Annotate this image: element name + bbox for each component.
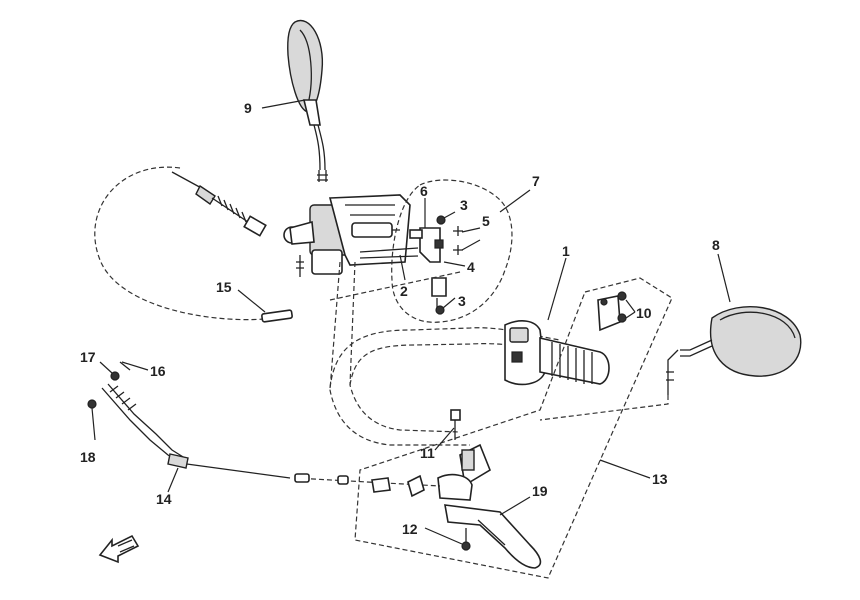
group-7-outline xyxy=(391,179,513,323)
callout-5: 5 xyxy=(482,213,490,229)
callout-8: 8 xyxy=(712,237,720,253)
clutch-cable-end xyxy=(87,361,189,469)
callout-16: 16 xyxy=(150,363,166,379)
callout-19: 19 xyxy=(532,483,548,499)
callout-2: 2 xyxy=(400,283,408,299)
group-13-outline xyxy=(354,277,673,579)
callout-13: 13 xyxy=(652,471,668,487)
throttle-cable-end-top xyxy=(171,171,267,237)
front-direction-arrow-icon xyxy=(98,534,140,564)
throttle-cable xyxy=(94,166,276,321)
callout-10: 10 xyxy=(636,305,652,321)
leader-lines xyxy=(91,99,731,545)
cable-15 xyxy=(329,271,461,301)
clutch-cable-14 xyxy=(171,461,291,479)
clutch-lever-assembly xyxy=(437,409,542,569)
callout-3-bottom: 3 xyxy=(458,293,466,309)
cable-fittings xyxy=(294,473,425,498)
callout-4: 4 xyxy=(467,259,475,275)
lever-bracket-clamp xyxy=(597,291,627,332)
switch-harness xyxy=(329,261,470,446)
right-mirror xyxy=(666,306,802,395)
brake-light-switch-parts xyxy=(359,215,463,315)
callout-3-top: 3 xyxy=(460,197,468,213)
callout-6: 6 xyxy=(420,183,428,199)
callout-9: 9 xyxy=(244,100,252,116)
right-switch-housing xyxy=(504,320,610,386)
callout-18: 18 xyxy=(80,449,96,465)
left-mirror xyxy=(287,19,328,182)
callout-7: 7 xyxy=(532,173,540,189)
callout-1: 1 xyxy=(562,243,570,259)
callout-12: 12 xyxy=(402,521,418,537)
callout-17: 17 xyxy=(80,349,96,365)
callout-labels: 9 1 2 6 3 5 4 3 7 8 10 11 12 13 14 15 16… xyxy=(80,100,720,537)
left-control-housing xyxy=(283,194,411,277)
callout-15: 15 xyxy=(216,279,232,295)
handlebar xyxy=(329,327,561,389)
callout-14: 14 xyxy=(156,491,172,507)
callout-11: 11 xyxy=(420,445,435,461)
